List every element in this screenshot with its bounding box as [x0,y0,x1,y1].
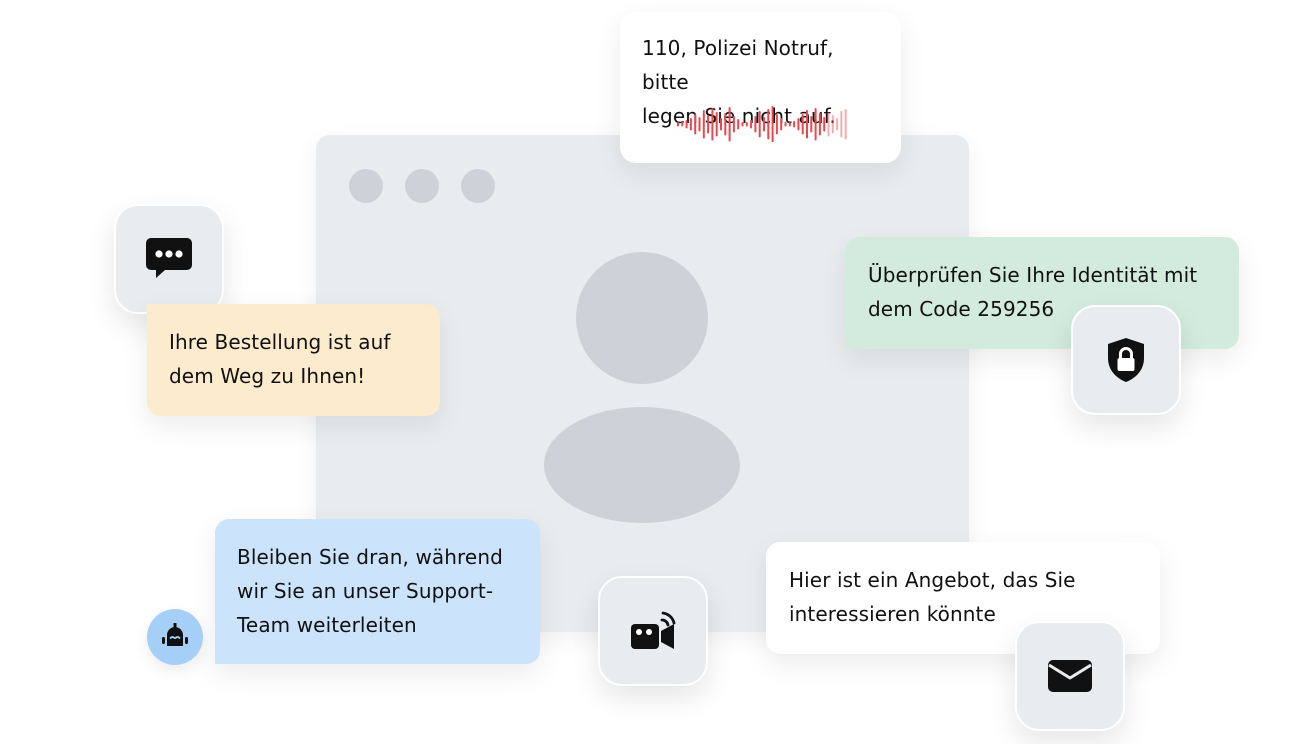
video-call-icon [631,611,676,649]
order-message-line-1: Ihre Bestellung ist auf [169,330,391,354]
avatar-body-placeholder [544,407,740,523]
police-message-line-1: 110, Polizei Notruf, bitte [642,36,834,94]
window-dot-3 [461,169,495,203]
window-dot-2 [405,169,439,203]
order-message-line-2: dem Weg zu Ihnen! [169,364,366,388]
offer-message-line-2: interessieren könnte [789,602,996,626]
support-message-line-2: wir Sie an unser Support- [237,579,494,603]
window-dot-1 [349,169,383,203]
shield-lock-icon-tile [1071,305,1181,415]
verification-message-line-1: Überprüfen Sie Ihre Identität mit [868,263,1198,287]
police-message-bubble: 110, Polizei Notruf, bitte legen Sie nic… [620,12,901,163]
chat-bubble-icon [146,238,192,278]
support-message-line-3: Team weiterleiten [237,613,417,637]
verification-message-line-2: dem Code 259256 [868,297,1055,321]
support-message-bubble: Bleiben Sie dran, während wir Sie an uns… [215,519,540,664]
video-call-icon-tile [598,576,708,686]
bot-avatar [147,609,203,665]
offer-message-line-1: Hier ist ein Angebot, das Sie [789,568,1076,592]
avatar-head-placeholder [576,252,708,384]
envelope-icon-tile [1015,621,1125,731]
audio-waveform-icon [677,106,847,142]
chat-bubble-icon-tile [114,204,224,314]
shield-lock-icon [1108,338,1144,382]
support-message-line-1: Bleiben Sie dran, während [237,545,503,569]
robot-icon [162,623,188,646]
order-message-bubble: Ihre Bestellung ist auf dem Weg zu Ihnen… [147,304,440,416]
envelope-icon [1048,660,1092,692]
